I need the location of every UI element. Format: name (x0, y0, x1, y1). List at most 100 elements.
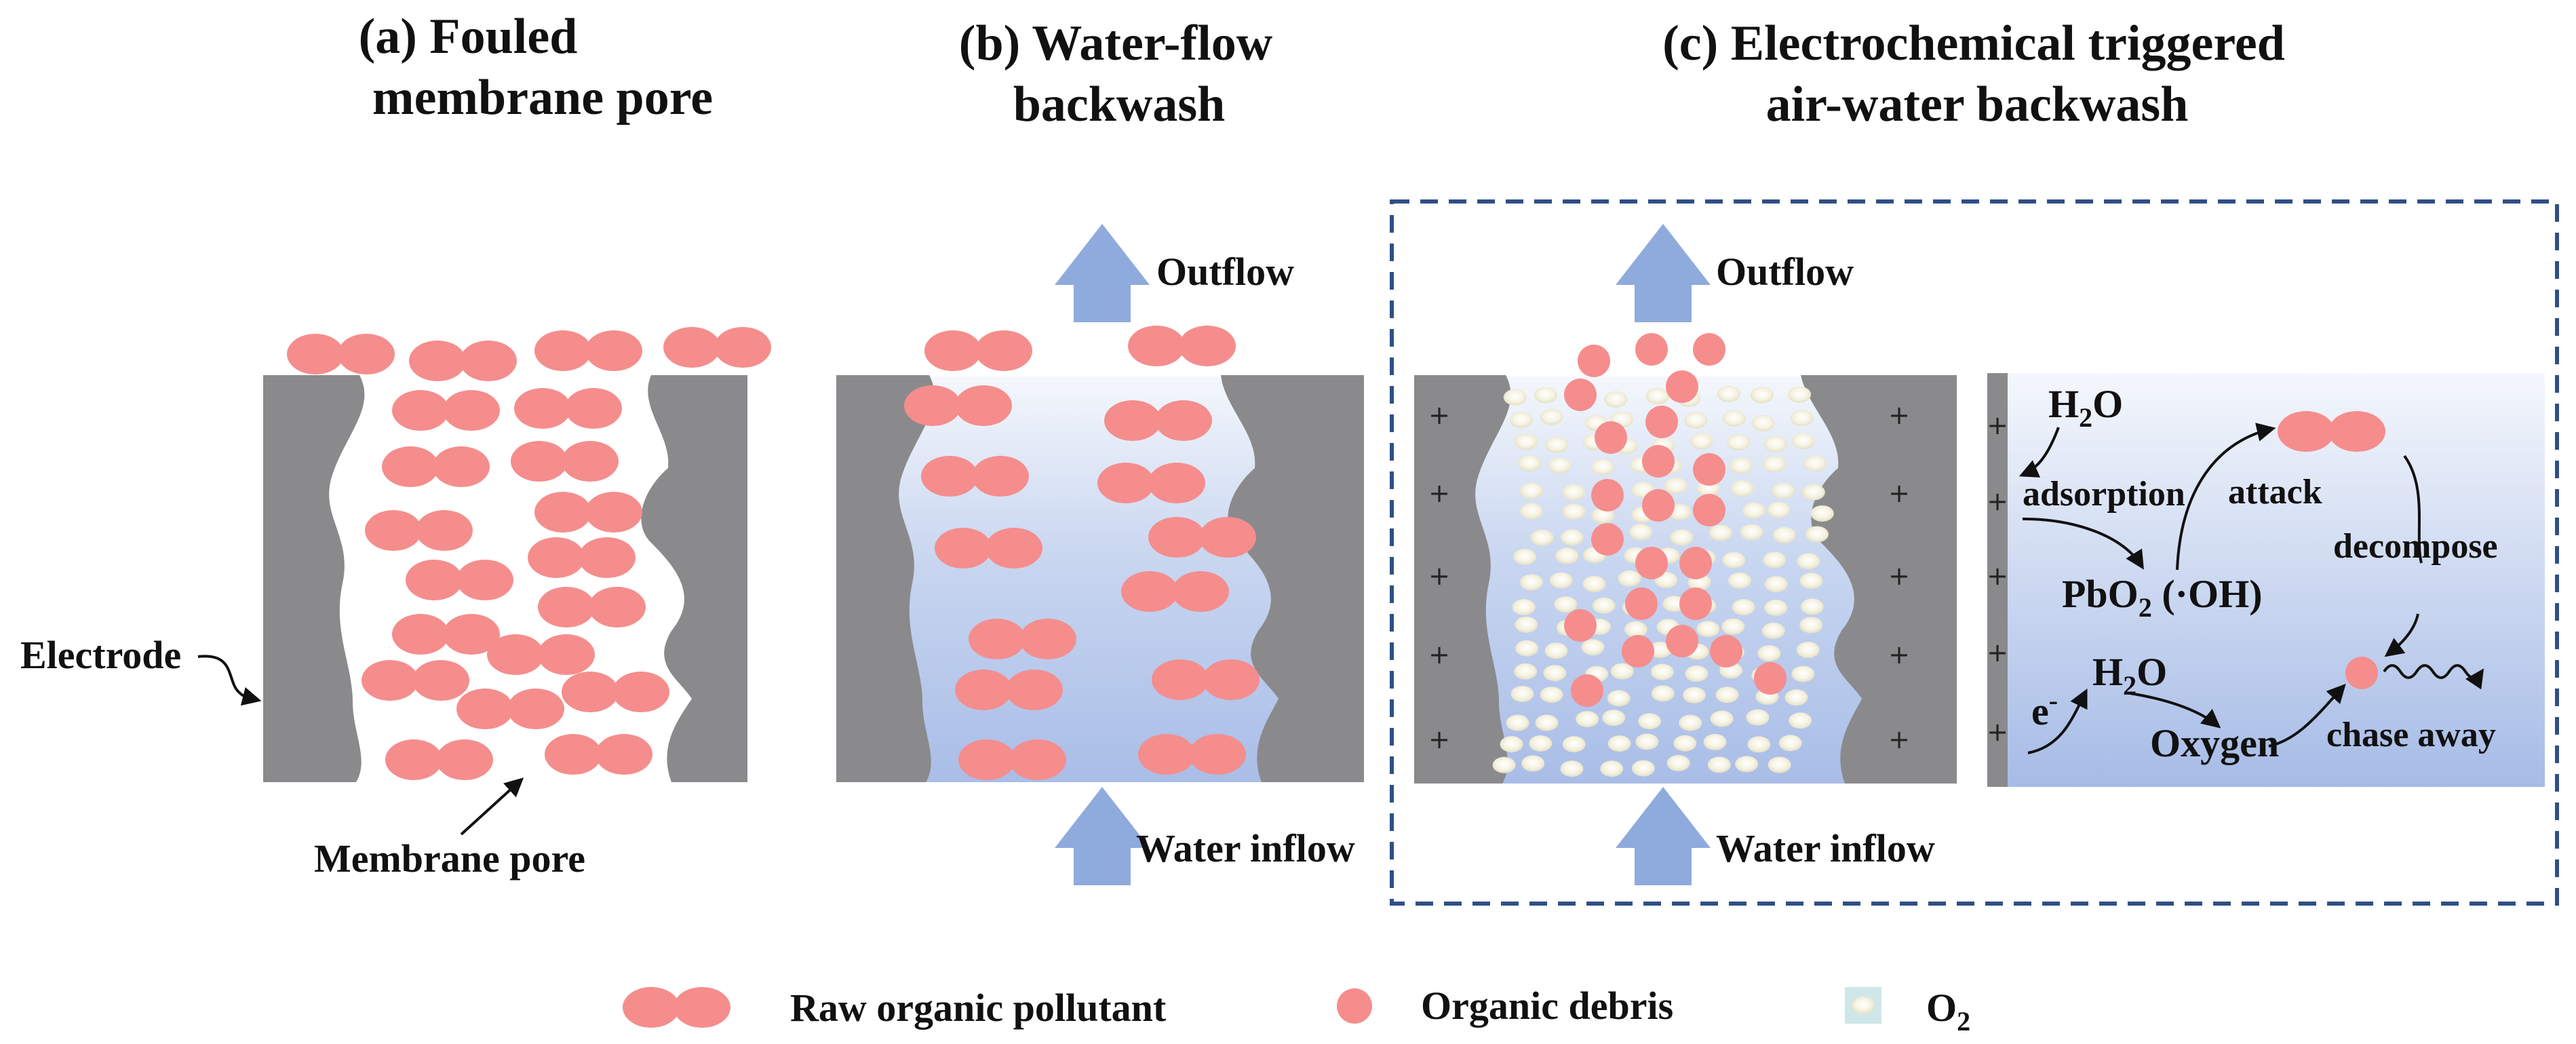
mech-arrow-attack (2176, 423, 2276, 571)
o2-bubble (1582, 575, 1606, 592)
electrode-label: Electrode (20, 633, 181, 677)
panel-b-title-line2: backwash (1013, 77, 1226, 132)
mechanism-electrode (1987, 373, 2008, 787)
o2-bubble (1767, 501, 1791, 518)
panel-b: (b) Water-flow backwash Outflow Water in… (836, 16, 1364, 885)
membrane-pore-arrow (460, 777, 524, 836)
o2-bubble (1717, 385, 1740, 402)
o2-bubble (1740, 524, 1763, 541)
o2-bubble (1509, 411, 1533, 428)
panel-a-left-electrode (263, 375, 365, 782)
o2-bubble (1549, 572, 1573, 589)
mech-adsorption-label: adsorption (2023, 475, 2185, 514)
o2-bubble (1790, 410, 1814, 427)
o2-bubble (1696, 621, 1720, 638)
o2-bubble (1742, 502, 1766, 519)
o2-bubble (1690, 433, 1713, 450)
o2-bubble (1670, 529, 1694, 546)
o2-bubble (1576, 711, 1599, 728)
o2-bubble (1544, 436, 1568, 453)
mech-arrow-decompose (2403, 455, 2423, 564)
o2-bubble (1648, 641, 1672, 658)
o2-bubble (1789, 712, 1812, 729)
o2-bubble (1683, 687, 1706, 703)
panel-b-outflow-label: Outflow (1156, 250, 1294, 294)
mech-debris-icon (2345, 657, 2378, 689)
o2-bubble (1518, 455, 1542, 471)
legend-raw-pollutant-label: Raw organic pollutant (790, 986, 1167, 1030)
o2-bubble (1638, 713, 1662, 730)
o2-bubble (1650, 663, 1674, 680)
o2-bubble (1751, 387, 1774, 404)
o2-bubble (1492, 756, 1516, 773)
legend-o2-label: O2 (1926, 986, 1970, 1037)
panel-b-left-electrode (836, 375, 935, 782)
o2-bubble (1673, 735, 1697, 752)
o2-bubble (1728, 572, 1751, 589)
o2-bubble (1515, 433, 1538, 450)
mech-h2o-top: H2O (2048, 382, 2123, 433)
mech-pbo2-label: PbO2 (·OH) (2062, 572, 2263, 623)
plus-sign: + (1428, 561, 1450, 591)
plus-sign: + (1987, 638, 2008, 668)
o2-bubble (1560, 529, 1584, 546)
o2-bubble (1772, 482, 1795, 499)
o2-bubble (1535, 714, 1559, 731)
plus-sign: + (1888, 561, 1910, 591)
mech-chase-away-label: chase away (2326, 716, 2496, 754)
o2-bubble (1521, 755, 1545, 772)
panel-c-outflow-label: Outflow (1716, 250, 1854, 294)
o2-bubble (1796, 642, 1820, 658)
o2-bubble (1788, 386, 1812, 403)
o2-bubble (1684, 412, 1708, 429)
mech-wavy-arrow (2383, 664, 2484, 690)
o2-bubble (1703, 733, 1727, 750)
panel-c-right-plus-signs: + + + + + (1888, 400, 1910, 754)
o2-bubble (1679, 714, 1702, 731)
plus-sign: + (1987, 717, 2008, 747)
o2-bubble (1514, 663, 1538, 680)
panel-c-debris (1564, 333, 1787, 707)
panel-b-right-electrode (1221, 375, 1364, 782)
o2-bubble (1607, 735, 1631, 752)
panel-b-pollutants (904, 326, 1260, 780)
panel-c: (c) Electrochemical triggered air-water … (1390, 16, 2559, 906)
mech-arrow-adsorption (2022, 518, 2144, 570)
panel-a-title-line2: membrane pore (372, 70, 713, 125)
o2-bubble (1709, 524, 1732, 541)
mech-attack-label: attack (2228, 473, 2322, 511)
o2-bubble (1543, 665, 1567, 682)
o2-bubble (1515, 616, 1538, 633)
o2-bubble (1604, 391, 1628, 408)
o2-bubble (1629, 524, 1653, 541)
o2-bubble (1735, 756, 1759, 773)
o2-bubble (1778, 735, 1802, 752)
o2-bubble (1751, 414, 1775, 431)
o2-bubble (1529, 735, 1553, 752)
o2-bubble (1715, 687, 1739, 703)
o2-bubble (1797, 553, 1820, 570)
mech-pollutant-icon (2278, 411, 2385, 452)
o2-bubble (1520, 503, 1544, 520)
o2-bubble (1600, 760, 1624, 777)
plus-sign: + (1428, 640, 1450, 670)
mech-decompose-label: decompose (2333, 527, 2498, 566)
o2-bubble (1799, 573, 1823, 589)
o2-bubble (1761, 622, 1785, 639)
o2-bubble (1581, 639, 1605, 656)
plus-sign: + (1987, 486, 2008, 516)
o2-bubble (1562, 503, 1586, 520)
plus-sign: + (1428, 400, 1450, 430)
o2-bubble (1544, 642, 1568, 659)
legend-debris-swatch (1337, 988, 1372, 1024)
o2-bubble (1732, 599, 1755, 616)
o2-bubble (1801, 484, 1825, 501)
plus-sign: + (1428, 724, 1450, 754)
mechanism-background (1987, 373, 2545, 787)
panel-c-inflow-arrow (1616, 787, 1711, 885)
o2-bubble (1540, 687, 1563, 703)
panel-c-left-electrode (1414, 375, 1511, 784)
o2-bubble (1764, 599, 1788, 616)
panel-c-left-plus-signs: + + + + + (1428, 400, 1450, 754)
legend-raw-pollutant-swatch (623, 987, 730, 1028)
